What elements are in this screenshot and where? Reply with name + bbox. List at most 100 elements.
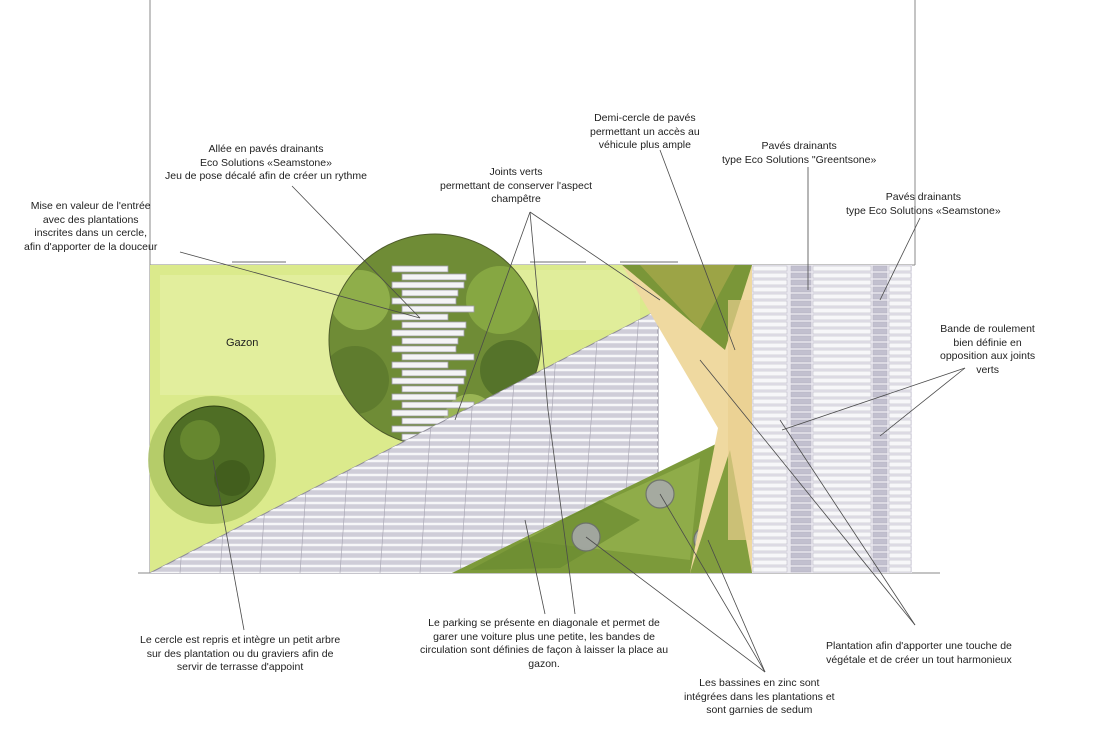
greentsone-paver	[812, 468, 872, 475]
greentsone-paver	[752, 426, 788, 433]
rolling-strip-paver	[790, 419, 812, 426]
rolling-strip-paver	[872, 496, 888, 503]
greentsone-paver	[888, 286, 912, 293]
greentsone-paver	[812, 293, 872, 300]
rolling-strip-paver	[790, 517, 812, 524]
paver	[391, 297, 457, 305]
note-planting: Plantation afin d'apporter une touche de…	[826, 640, 1012, 666]
rolling-strip-paver	[790, 307, 812, 314]
rolling-strip-paver	[872, 335, 888, 342]
greentsone-paver	[812, 433, 872, 440]
greentsone-paver	[812, 356, 872, 363]
greentsone-paver	[752, 293, 788, 300]
rolling-strip-paver	[872, 489, 888, 496]
greentsone-paver	[888, 475, 912, 482]
rolling-strip-paver	[790, 496, 812, 503]
paver	[391, 313, 449, 321]
greentsone-paver	[812, 328, 872, 335]
rolling-strip-paver	[790, 426, 812, 433]
greentsone-paver	[812, 391, 872, 398]
rolling-strip-paver	[790, 503, 812, 510]
note-tree-circle: Le cercle est repris et intègre un petit…	[140, 634, 341, 673]
greentsone-paver	[888, 461, 912, 468]
greentsone-paver	[752, 468, 788, 475]
rolling-strip-paver	[790, 510, 812, 517]
leader-lines	[179, 149, 966, 673]
rolling-strip-paver	[872, 433, 888, 440]
note-alley: Allée en pavés drainants Eco Solutions «…	[165, 143, 367, 182]
rolling-strip-paver	[790, 566, 812, 573]
greentsone-paver	[812, 489, 872, 496]
greentsone-paver	[812, 517, 872, 524]
greentsone-paver	[752, 384, 788, 391]
rolling-strip-paver	[872, 328, 888, 335]
greentsone-paver	[752, 517, 788, 524]
greentsone-paver	[752, 272, 788, 279]
paver	[401, 385, 459, 393]
greentsone-paver	[752, 412, 788, 419]
rolling-strip-paver	[872, 412, 888, 419]
greentsone-paver	[888, 391, 912, 398]
rolling-strip-paver	[790, 363, 812, 370]
greentsone-paver	[752, 321, 788, 328]
greentsone-paver	[812, 321, 872, 328]
paver	[401, 337, 459, 345]
note-green-joints: Joints verts permettant de conserver l'a…	[440, 166, 592, 205]
greentsone-paver	[752, 300, 788, 307]
rolling-strip-paver	[872, 272, 888, 279]
rolling-strip-paver	[872, 384, 888, 391]
paver	[391, 345, 457, 353]
rolling-strip-paver	[872, 321, 888, 328]
rolling-strip-paver	[872, 293, 888, 300]
greentsone-paver	[812, 335, 872, 342]
greentsone-paver	[752, 342, 788, 349]
greentsone-paver	[888, 489, 912, 496]
greentsone-paver	[888, 342, 912, 349]
note-parking: Le parking se présente en diagonale et p…	[420, 617, 669, 670]
greentsone-paver	[812, 384, 872, 391]
greentsone-paver	[812, 447, 872, 454]
greentsone-paver	[812, 538, 872, 545]
greentsone-paver	[752, 447, 788, 454]
greentsone-paver	[752, 433, 788, 440]
note-greentsone: Pavés drainants type Eco Solutions "Gree…	[722, 140, 877, 166]
greentsone-paver	[812, 265, 872, 272]
rolling-strip-paver	[872, 482, 888, 489]
greentsone-paver	[888, 454, 912, 461]
paver	[391, 265, 449, 273]
rolling-strip-paver	[790, 468, 812, 475]
rolling-strip-paver	[790, 454, 812, 461]
paver	[391, 393, 457, 401]
rolling-strip-paver	[790, 489, 812, 496]
rolling-strip-paver	[790, 349, 812, 356]
greentsone-paver	[752, 496, 788, 503]
greentsone-paver	[888, 265, 912, 272]
paver	[401, 273, 467, 281]
rolling-strip-paver	[790, 405, 812, 412]
greentsone-paver	[752, 307, 788, 314]
greentsone-paver	[752, 370, 788, 377]
greentsone-paver	[752, 356, 788, 363]
greentsone-paver	[752, 566, 788, 573]
greentsone-paver	[888, 524, 912, 531]
greentsone-paver	[888, 496, 912, 503]
paver	[391, 377, 465, 385]
greentsone-paver	[888, 349, 912, 356]
rolling-strip-paver	[872, 440, 888, 447]
rolling-strip-paver	[790, 391, 812, 398]
rolling-strip-paver	[790, 314, 812, 321]
greentsone-paver	[888, 300, 912, 307]
greentsone-paver	[888, 328, 912, 335]
greentsone-paver	[752, 398, 788, 405]
rolling-strip-paver	[872, 426, 888, 433]
greentsone-paver	[812, 342, 872, 349]
greentsone-paver	[888, 307, 912, 314]
greentsone-paver	[888, 370, 912, 377]
greentsone-paver	[752, 279, 788, 286]
rolling-strip-paver	[872, 405, 888, 412]
greentsone-paver	[752, 363, 788, 370]
greentsone-paver	[812, 272, 872, 279]
greentsone-paver	[812, 426, 872, 433]
paver	[391, 329, 465, 337]
rolling-strip-paver	[872, 468, 888, 475]
